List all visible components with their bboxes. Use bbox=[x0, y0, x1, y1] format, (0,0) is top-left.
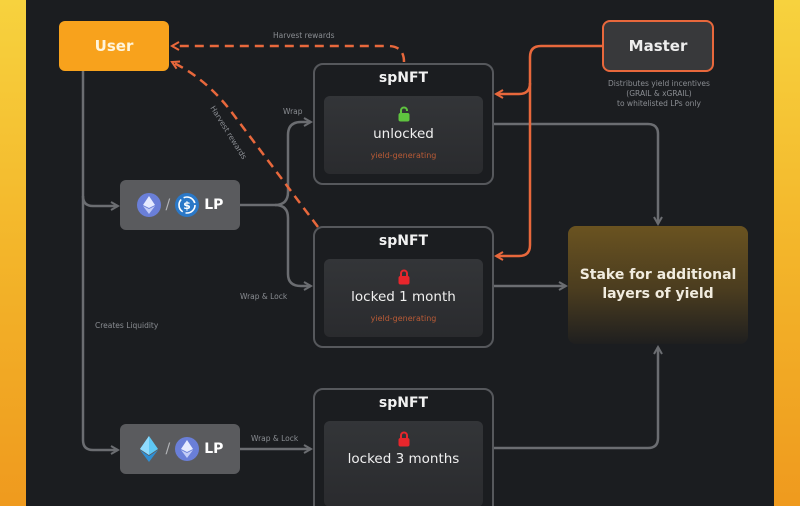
edge-label-harvest-rewards-top: Harvest rewards bbox=[273, 31, 335, 40]
master-note-line: to whitelisted LPs only bbox=[617, 99, 701, 108]
lp-label: LP bbox=[204, 197, 224, 213]
lp-label: LP bbox=[204, 441, 224, 457]
eth-icon bbox=[136, 193, 161, 217]
spnft-state-panel: unlocked yield-generating bbox=[324, 96, 483, 174]
master-label: Master bbox=[628, 37, 688, 55]
stake-label-line: layers of yield bbox=[602, 286, 714, 302]
spnft-yield-status: yield-generating bbox=[370, 314, 437, 323]
master-node: Master bbox=[602, 20, 714, 72]
spnft-yield-status: yield-generating bbox=[370, 151, 437, 160]
master-note-line: Distributes yield incentives bbox=[608, 79, 710, 88]
incentive-master-to-spnft1 bbox=[496, 44, 602, 94]
edge-label-wrap-lock-1: Wrap & Lock bbox=[240, 292, 288, 301]
spnft-locked-1-month: spNFT locked 1 month yield-generating bbox=[313, 226, 494, 348]
spnft-state-panel: locked 3 months bbox=[324, 421, 483, 506]
harvest-spnft2-to-user bbox=[172, 62, 319, 228]
connector-spnft3-to-stake bbox=[494, 347, 658, 450]
connector-user-to-lp2 bbox=[81, 196, 118, 450]
spnft-state: locked 3 months bbox=[347, 451, 460, 467]
stake-label-line: Stake for additional bbox=[579, 267, 737, 283]
pair-separator: / bbox=[165, 441, 171, 457]
master-note: Distributes yield incentives (GRAIL & xG… bbox=[585, 79, 733, 109]
spnft-state: locked 1 month bbox=[351, 289, 456, 305]
master-note-line: (GRAIL & xGRAIL) bbox=[626, 89, 692, 98]
spnft-locked-3-months: spNFT locked 3 months bbox=[313, 388, 494, 506]
incentive-master-to-spnft2 bbox=[496, 83, 532, 256]
connector-user-to-lp1 bbox=[81, 71, 118, 206]
user-label: User bbox=[94, 37, 134, 55]
connector-lp1-to-spnft2 bbox=[274, 203, 311, 286]
edge-label-wrap-lock-2: Wrap & Lock bbox=[251, 434, 299, 443]
harvest-spnft1-to-user bbox=[172, 46, 406, 63]
locked-padlock-icon bbox=[398, 269, 409, 285]
lpeth-icon bbox=[137, 436, 161, 462]
usdc-icon: $ bbox=[175, 193, 200, 217]
pair-separator: / bbox=[165, 197, 171, 213]
svg-text:$: $ bbox=[183, 199, 191, 212]
unlocked-padlock-icon bbox=[398, 106, 409, 122]
spnft-state-panel: locked 1 month yield-generating bbox=[324, 259, 483, 337]
edge-label-wrap: Wrap bbox=[283, 107, 303, 116]
eth-icon bbox=[175, 437, 200, 461]
user-node: User bbox=[59, 21, 169, 71]
lp-pair-eth-usdc: / $ LP bbox=[120, 180, 240, 230]
connector-spnft1-to-stake bbox=[494, 122, 658, 224]
stake-node: Stake for additional layers of yield bbox=[568, 226, 748, 344]
spnft-title: spNFT bbox=[378, 395, 429, 411]
spnft-state: unlocked bbox=[373, 126, 434, 142]
lp-pair-lpeth-eth: / LP bbox=[120, 424, 240, 474]
spnft-unlocked: spNFT unlocked yield-generating bbox=[313, 63, 494, 185]
spnft-title: spNFT bbox=[378, 70, 429, 86]
locked-padlock-icon bbox=[398, 431, 409, 447]
spnft-title: spNFT bbox=[378, 233, 429, 249]
edge-label-creates-liquidity: Creates Liquidity bbox=[95, 321, 159, 330]
connector-lp1-to-spnft1 bbox=[240, 122, 311, 207]
